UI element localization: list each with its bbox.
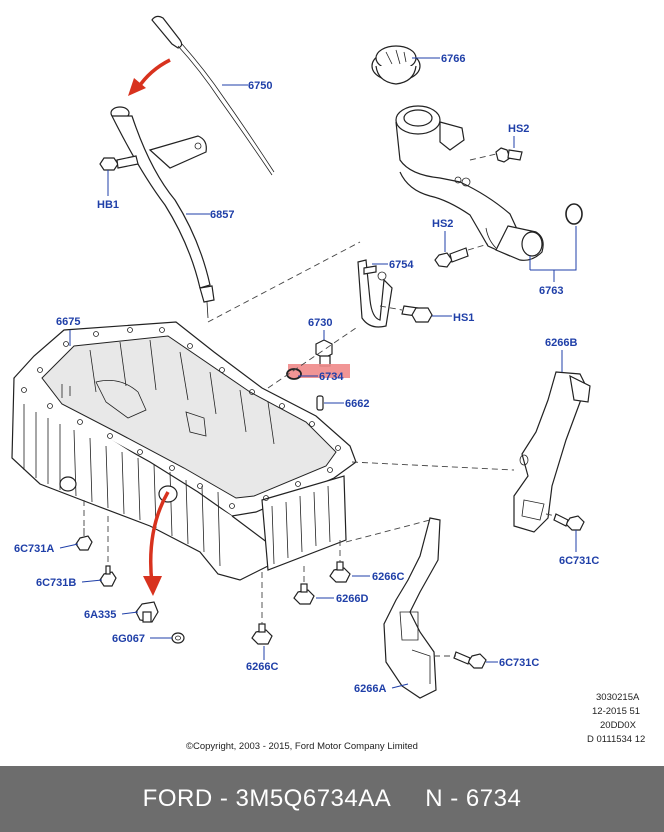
dash-pan-to-6266a <box>345 519 431 543</box>
ref-code-2: 12-2015 51 <box>592 706 640 717</box>
bolt-6c731c-upper[interactable] <box>553 513 585 531</box>
part-number-footer: FORD - 3M5Q6734AA N - 6734 <box>0 766 664 832</box>
bolt-hs2-lower[interactable] <box>434 247 469 268</box>
label-6766: 6766 <box>441 53 465 65</box>
label-6730: 6730 <box>308 317 332 329</box>
o-ring-6763[interactable] <box>565 203 583 225</box>
label-hb1: HB1 <box>97 199 119 211</box>
label-hs1: HS1 <box>453 312 474 324</box>
dash-pan-to-6266b <box>351 461 515 471</box>
label-6a335: 6A335 <box>84 609 116 621</box>
dash-hs1 <box>379 305 403 311</box>
label-6c731c-upper: 6C731C <box>559 555 599 567</box>
seal-ring-6734[interactable] <box>286 368 302 380</box>
label-6266c-upper: 6266C <box>372 571 404 583</box>
label-6662: 6662 <box>345 398 369 410</box>
stud-6266c-upper[interactable] <box>329 561 351 583</box>
footer-reference: N - 6734 <box>425 785 522 812</box>
oil-pan-6675[interactable] <box>11 321 357 581</box>
label-6c731c-lower: 6C731C <box>499 657 539 669</box>
label-6734: 6734 <box>319 371 344 383</box>
bolt-hs1[interactable] <box>401 305 433 323</box>
dash-hs2-lower <box>467 243 489 251</box>
label-hs2-lower: HS2 <box>432 218 453 230</box>
ref-code-1: 3030215A <box>596 692 640 703</box>
drain-plug-6a335[interactable] <box>135 601 159 623</box>
label-6763: 6763 <box>539 285 563 297</box>
label-6675: 6675 <box>56 316 80 328</box>
bolt-6c731c-lower[interactable] <box>453 651 487 669</box>
red-arrowhead-drain <box>143 576 162 596</box>
bolt-6c731a[interactable] <box>75 528 93 551</box>
oil-filler-pipe-6763[interactable] <box>395 105 544 261</box>
leader-lines <box>59 57 577 689</box>
label-6266b: 6266B <box>545 337 577 349</box>
dipstick-6750[interactable] <box>151 15 275 176</box>
dipstick-tube-6857[interactable] <box>110 106 215 319</box>
footer-part-number: FORD - 3M5Q6734AA <box>142 785 392 812</box>
dash-6266b-bolt <box>545 513 557 517</box>
highlight-6734 <box>288 364 350 378</box>
bolt-6c731b[interactable] <box>99 565 117 587</box>
dash-tube-to-pan <box>207 241 361 323</box>
washer-6g067[interactable] <box>171 632 185 644</box>
bracket-6266b[interactable] <box>513 371 591 533</box>
red-arrowhead-dipstick <box>128 78 146 96</box>
dowel-6662[interactable] <box>316 395 324 411</box>
ref-code-4: D 0111534 12 <box>587 734 645 745</box>
red-arrow-drain <box>148 491 170 585</box>
oil-filler-cap-6766[interactable] <box>371 45 421 85</box>
stud-6266d[interactable] <box>293 583 315 605</box>
exploded-parts-diagram: 6750 6766 HS2 HB1 6857 HS2 6754 6763 667… <box>11 15 645 752</box>
label-6754: 6754 <box>389 259 414 271</box>
copyright-text: ©Copyright, 2003 - 2015, Ford Motor Comp… <box>186 741 418 752</box>
bracket-6754[interactable] <box>357 259 393 328</box>
dash-pan-to-6754 <box>267 327 357 389</box>
dash-hs2-upper <box>469 153 497 161</box>
bolt-hs2-upper[interactable] <box>495 147 523 163</box>
label-6c731a: 6C731A <box>14 543 54 555</box>
bolt-6730[interactable] <box>315 339 333 367</box>
bracket-6266a[interactable] <box>383 517 441 699</box>
red-arrow-dipstick <box>136 58 171 89</box>
label-6g067: 6G067 <box>112 633 145 645</box>
label-hs2-upper: HS2 <box>508 123 529 135</box>
dash-studs <box>261 540 341 624</box>
ref-code-3: 20DD0X <box>600 720 637 731</box>
stud-6266c-lower[interactable] <box>251 623 273 645</box>
label-6c731b: 6C731B <box>36 577 76 589</box>
label-6750: 6750 <box>248 80 272 92</box>
label-6266a: 6266A <box>354 683 386 695</box>
label-6266d: 6266D <box>336 593 368 605</box>
label-6857: 6857 <box>210 209 234 221</box>
label-6266c-lower: 6266C <box>246 661 278 673</box>
bolt-hb1[interactable] <box>99 155 139 171</box>
